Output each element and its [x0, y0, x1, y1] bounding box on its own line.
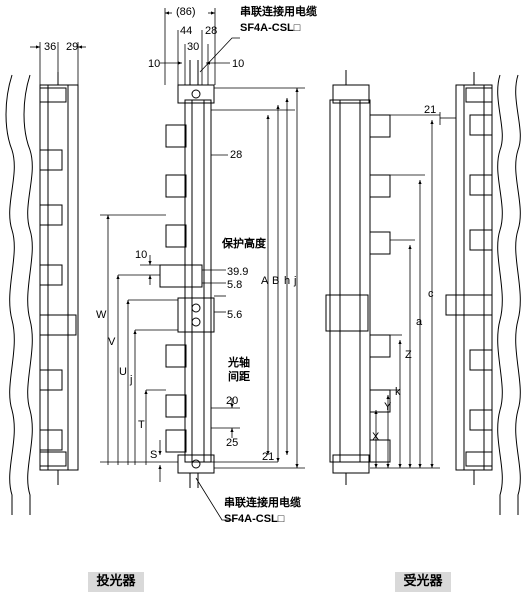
dim-T: T: [138, 419, 145, 431]
dim-36: 36: [44, 41, 56, 53]
dim-Y: Y: [384, 401, 392, 413]
dim-28-top: 28: [205, 25, 217, 37]
dim-Z: Z: [405, 349, 412, 361]
dim-21-top-right: 21: [424, 104, 436, 116]
dim-h: h: [284, 275, 290, 287]
dim-a: a: [416, 316, 423, 328]
dim-86: (86): [176, 6, 196, 18]
emitter-front-view: [159, 60, 215, 488]
dim-10-right: 10: [232, 58, 244, 70]
dim-U: U: [119, 366, 127, 378]
dim-44: 44: [180, 25, 192, 37]
left-top-dims: [30, 42, 86, 85]
receiver-vertical-dims: [370, 114, 440, 469]
dim-29: 29: [66, 41, 78, 53]
dim-25: 25: [226, 437, 238, 449]
receiver-front-view: [325, 70, 391, 485]
left-vertical-dims: [100, 214, 178, 482]
cable-callout-bottom: [195, 477, 232, 521]
dim-5-8: 5.8: [227, 279, 242, 291]
dim-j-left: j: [129, 374, 132, 386]
cable-bottom-cn: 串联连接用电缆: [224, 495, 301, 509]
dim-S: S: [150, 449, 157, 461]
center-right-vertical-dims: [211, 87, 305, 469]
bracket-dim-lines: [140, 255, 226, 313]
dim-B: B: [272, 275, 279, 287]
dim-28-side: 28: [230, 149, 242, 161]
beam-pitch-label-2: 间距: [228, 370, 250, 383]
dim-39-9: 39.9: [227, 266, 248, 278]
dim-j-mid: j: [293, 275, 296, 287]
dim-W: W: [96, 309, 107, 321]
dim-5-6: 5.6: [227, 309, 242, 321]
cable-callout-top: [199, 37, 240, 73]
dim-10-left: 10: [148, 58, 160, 70]
right-side-view: [445, 72, 521, 515]
dim-X: X: [372, 431, 380, 443]
left-side-view: [5, 72, 79, 515]
emitter-caption: 投光器: [88, 572, 144, 592]
dim-30: 30: [187, 41, 199, 53]
cable-top-cn: 串联连接用电缆: [240, 4, 317, 18]
pitch-dim-lines: [211, 398, 240, 438]
protect-height-label: 保护高度: [221, 236, 267, 250]
dim-c: c: [428, 288, 434, 300]
dim-21-top-right-lines: [439, 112, 456, 125]
dim-V: V: [108, 336, 116, 348]
dim-A: A: [261, 275, 269, 287]
cable-top-model: SF4A-CSL□: [240, 22, 301, 34]
cable-bottom-model: SF4A-CSL□: [224, 513, 285, 525]
receiver-caption: 受光器: [395, 572, 451, 592]
center-top-dims: [160, 8, 230, 85]
dim-21-bottom: 21: [262, 451, 274, 463]
dim-20: 20: [226, 395, 238, 407]
dim-10-bracket: 10: [135, 249, 147, 261]
dim-k: k: [395, 386, 401, 398]
beam-pitch-label-1: 光轴: [227, 355, 250, 369]
